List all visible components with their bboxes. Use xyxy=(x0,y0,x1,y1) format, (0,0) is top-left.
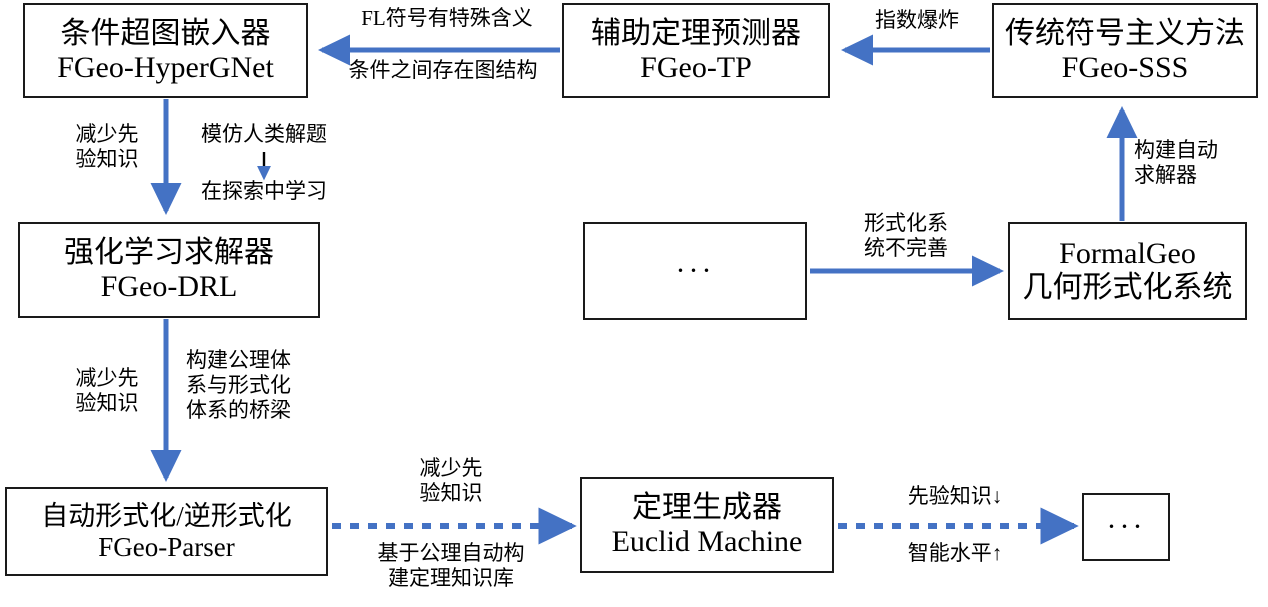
node-label-line1: 辅助定理预测器 xyxy=(591,16,801,50)
edge-label-euclid-to-dots-bottom: 智能水平↑ xyxy=(907,541,1003,565)
edge-label-euclid-to-dots-top: 先验知识↓ xyxy=(907,484,1003,508)
node-fgeo-drl[interactable]: 强化学习求解器 FGeo-DRL xyxy=(18,222,320,318)
node-label-line1: ··· xyxy=(1106,510,1146,544)
node-label-line2: FGeo-SSS xyxy=(1061,50,1189,84)
edge-label-parser-to-euclid-top: 减少先 验知识 xyxy=(419,456,483,505)
edge-label-tp-to-hypergnet-bottom: 条件之间存在图结构 xyxy=(348,58,538,82)
edge-label-drl-down-right: 构建公理体 系与形式化 体系的桥梁 xyxy=(186,348,291,422)
edge-label-formalgeo-to-sss: 构建自动 求解器 xyxy=(1134,138,1218,187)
node-label-line1: 强化学习求解器 xyxy=(64,236,274,270)
node-fgeo-hypergnet[interactable]: 条件超图嵌入器 FGeo-HyperGNet xyxy=(23,3,308,98)
node-formalgeo[interactable]: FormalGeo 几何形式化系统 xyxy=(1008,222,1247,320)
node-label-line2: Euclid Machine xyxy=(611,525,803,558)
node-label-line1: 条件超图嵌入器 xyxy=(60,16,271,50)
node-fgeo-sss[interactable]: 传统符号主义方法 FGeo-SSS xyxy=(992,3,1258,98)
node-ellipsis-end[interactable]: ··· xyxy=(1082,493,1170,561)
edge-label-drl-down-left: 减少先 验知识 xyxy=(75,366,139,415)
node-label-line1: ··· xyxy=(675,254,715,288)
edge-label-dots-to-formalgeo: 形式化系 统不完善 xyxy=(864,211,948,260)
node-label-line2: FGeo-Parser xyxy=(98,531,235,562)
edge-label-hypergnet-down-right-top: 模仿人类解题 xyxy=(201,122,327,146)
node-ellipsis-middle[interactable]: ··· xyxy=(583,222,807,320)
node-label-line2: FGeo-HyperGNet xyxy=(57,50,274,84)
edge-label-sss-to-tp: 指数爆炸 xyxy=(875,8,959,32)
node-label-line1: 定理生成器 xyxy=(632,491,782,525)
node-label-line1: 自动形式化/逆形式化 xyxy=(41,501,292,532)
node-fgeo-tp[interactable]: 辅助定理预测器 FGeo-TP xyxy=(562,3,830,98)
node-label-line2: FGeo-DRL xyxy=(100,270,238,303)
edge-label-hypergnet-down-left: 减少先 验知识 xyxy=(75,122,139,171)
node-fgeo-parser[interactable]: 自动形式化/逆形式化 FGeo-Parser xyxy=(5,487,328,576)
edge-label-hypergnet-down-right-bottom: 在探索中学习 xyxy=(201,179,327,203)
node-label-line1: FormalGeo xyxy=(1059,237,1196,271)
node-label-line2: FGeo-TP xyxy=(640,50,752,84)
node-label-line1: 传统符号主义方法 xyxy=(1005,16,1245,50)
node-euclid-machine[interactable]: 定理生成器 Euclid Machine xyxy=(580,477,834,573)
node-label-line2: 几何形式化系统 xyxy=(1022,271,1233,304)
edge-label-tp-to-hypergnet-top: FL符号有特殊含义 xyxy=(361,6,533,30)
edge-label-parser-to-euclid-bottom: 基于公理自动构 建定理知识库 xyxy=(377,541,525,590)
